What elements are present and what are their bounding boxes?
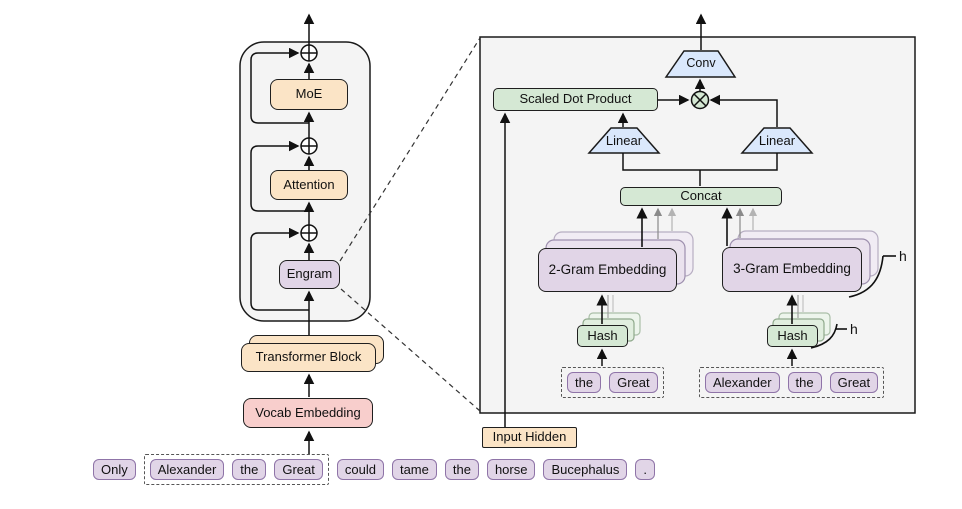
input-hidden-block: Input Hidden <box>482 427 577 448</box>
scaled-dot-product-block: Scaled Dot Product <box>493 88 658 111</box>
linear-left-label: Linear <box>605 132 643 148</box>
zoom-callout-lines <box>339 37 481 412</box>
token: Only <box>93 459 136 480</box>
conv-label: Conv <box>686 56 716 71</box>
sentence-highlighted-span: Alexander the Great <box>143 454 329 485</box>
num-hashes-label-embedding: h <box>899 248 907 264</box>
concat-block: Concat <box>620 187 782 206</box>
token: could <box>336 459 384 480</box>
moe-block: MoE <box>270 79 348 110</box>
hash-left-block: Hash <box>577 325 628 347</box>
num-hashes-label-hash: h <box>850 321 858 337</box>
tokens-to-hash-arrows <box>596 348 798 366</box>
h-count-swashes <box>810 255 896 349</box>
token: . <box>635 459 656 480</box>
token: the <box>232 459 267 480</box>
token: Alexander <box>705 372 780 393</box>
token: the <box>567 372 602 393</box>
circle-plus-icons <box>300 44 318 242</box>
hash-to-embedding-arrows <box>596 294 804 324</box>
attention-block: Attention <box>270 170 348 200</box>
token: tame <box>391 459 437 480</box>
residual-skip-connections <box>250 47 309 311</box>
token: Great <box>609 372 658 393</box>
stack-to-concat-arrows <box>636 207 758 247</box>
token: the <box>444 459 479 480</box>
token: Bucephalus <box>543 459 628 480</box>
token: Great <box>274 459 323 480</box>
bigram-token-group: the Great <box>561 367 664 398</box>
hash-right-block: Hash <box>767 325 818 347</box>
bigram-embedding-block: 2-Gram Embedding <box>538 248 677 292</box>
linear-trapezoids <box>587 112 814 186</box>
conv-trapezoid <box>664 13 737 78</box>
engram-block: Engram <box>279 260 340 289</box>
linear-right-label: Linear <box>758 132 796 148</box>
token: the <box>787 372 822 393</box>
trigram-embedding-block: 3-Gram Embedding <box>722 247 862 292</box>
token: Alexander <box>149 459 225 480</box>
token: horse <box>486 459 536 480</box>
transformer-block: Transformer Block <box>241 343 376 372</box>
gate-multiply-node <box>658 78 778 127</box>
trigram-token-group: Alexander the Great <box>699 367 885 398</box>
vocab-embedding-block: Vocab Embedding <box>243 398 373 428</box>
token: Great <box>829 372 879 393</box>
